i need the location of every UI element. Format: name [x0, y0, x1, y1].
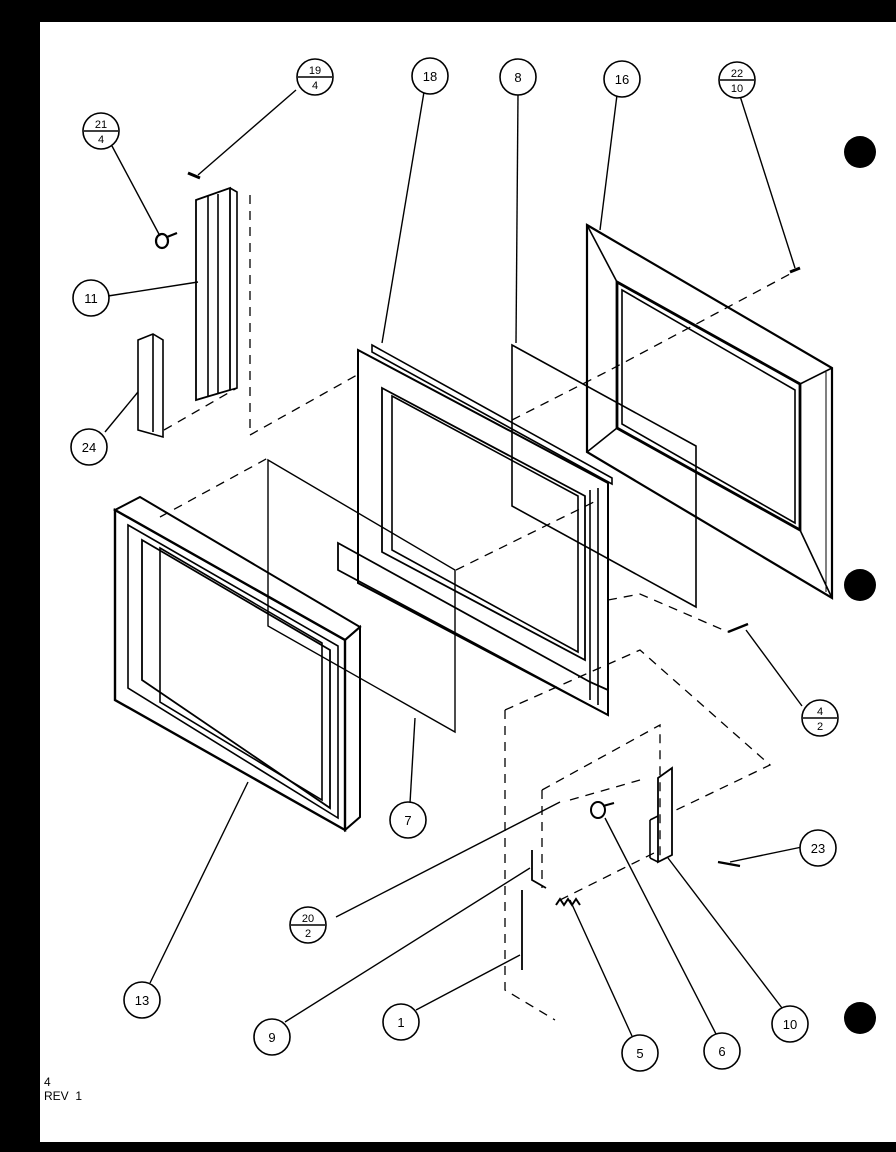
part-18-door-frame	[337, 343, 613, 717]
part-6-actuator	[590, 801, 615, 819]
callout-16: 16	[603, 60, 641, 98]
callout-11: 11	[72, 279, 110, 317]
callout-18: 18	[411, 57, 449, 95]
callout-1-label: 1	[397, 1015, 404, 1030]
callout-7-label: 7	[404, 813, 411, 828]
callout-21-4-bottom: 4	[98, 134, 104, 146]
callout-8-label: 8	[514, 70, 521, 85]
callout-24: 24	[70, 428, 108, 466]
callout-22-10-bottom: 10	[731, 83, 743, 95]
callout-5-label: 5	[636, 1046, 643, 1061]
punch-hole	[844, 136, 876, 168]
callout-10: 10	[771, 1005, 809, 1043]
part-16-door-panel	[585, 223, 834, 600]
callout-8: 8	[499, 58, 537, 96]
callout-20-2-top: 20	[302, 913, 314, 925]
part-11-hinge	[195, 186, 238, 402]
callout-6: 6	[703, 1032, 741, 1070]
callout-9-label: 9	[268, 1030, 275, 1045]
part-10-latch-bracket	[649, 766, 673, 864]
punch-hole	[844, 1002, 876, 1034]
callout-5: 5	[621, 1034, 659, 1072]
callout-20-2-bottom: 2	[305, 928, 311, 940]
callout-19-4-bottom: 4	[312, 80, 318, 92]
scan-mark	[470, 0, 478, 16]
part-22-screw	[789, 266, 801, 274]
callout-13: 13	[123, 981, 161, 1019]
callout-7: 7	[389, 801, 427, 839]
callout-22-10-top: 22	[731, 68, 743, 80]
assembly-lines	[159, 195, 791, 1021]
callout-10-label: 10	[783, 1017, 797, 1032]
part-9-lever	[531, 850, 547, 889]
callout-6-label: 6	[718, 1044, 725, 1059]
part-13-door-front	[112, 495, 362, 833]
callout-22-10: 22 10	[718, 61, 756, 99]
callout-21-4: 21 4	[82, 112, 120, 150]
part-19-screw	[187, 171, 201, 180]
paper-sheet	[40, 22, 896, 1142]
footer-page-number: 4	[44, 1075, 51, 1089]
callout-24-label: 24	[82, 440, 96, 455]
callout-4-2-bottom: 2	[817, 721, 823, 733]
part-7-glass	[267, 458, 456, 734]
callout-16-label: 16	[615, 72, 629, 87]
callout-13-label: 13	[135, 993, 149, 1008]
part-21-screw	[154, 231, 178, 250]
part-23-screw	[717, 860, 741, 868]
punch-hole	[844, 569, 876, 601]
callout-21-4-top: 21	[95, 119, 107, 131]
callout-4-2-top: 4	[817, 706, 823, 718]
footer-revision: REV 1	[44, 1089, 82, 1103]
part-24-block	[137, 333, 164, 439]
callout-23: 23	[799, 829, 837, 867]
callout-23-label: 23	[811, 841, 825, 856]
callout-19-4-top: 19	[309, 65, 321, 77]
callout-9: 9	[253, 1018, 291, 1056]
part-5-spring	[555, 897, 581, 907]
callout-20-2: 20 2	[289, 906, 327, 944]
leader-lines	[104, 89, 803, 1037]
part-4-screw	[727, 622, 749, 634]
part-8-sheet	[511, 343, 697, 609]
callout-4-2: 4 2	[801, 699, 839, 737]
callout-1: 1	[382, 1003, 420, 1041]
callout-11-label: 11	[84, 291, 98, 306]
callout-19-4: 19 4	[296, 58, 334, 96]
callout-18-label: 18	[423, 69, 437, 84]
